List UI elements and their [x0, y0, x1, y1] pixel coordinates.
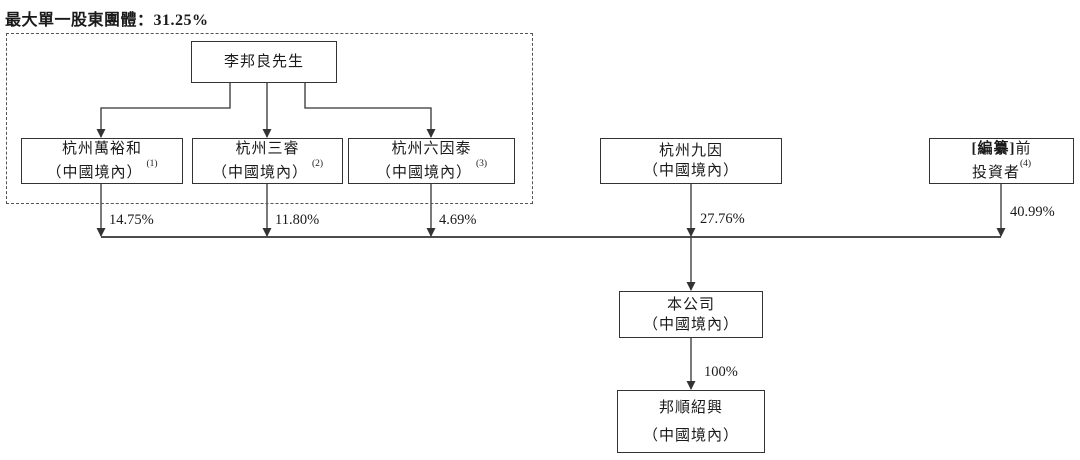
ownership-pct-company-to-bangshun: 100% — [704, 364, 738, 380]
node-hangzhou-liuyintai-location: （中國境內）(3) — [375, 159, 488, 181]
ownership-pct-wanyuhe: 14.75% — [109, 212, 154, 228]
node-hangzhou-wanyuhe-location: （中國境內）(1) — [46, 159, 158, 181]
node-hangzhou-liuyintai: 杭州六因泰 （中國境內）(3) — [348, 138, 515, 184]
footnote-marker-4: (4) — [1019, 159, 1032, 169]
node-founder-name: 李邦良先生 — [223, 54, 304, 70]
node-pre-listing-investors-name: [編纂]前 — [971, 141, 1032, 157]
node-hangzhou-sanrui-name: 杭州三睿 — [235, 141, 300, 157]
node-the-company-location: （中國境內） — [642, 316, 739, 333]
node-founder: 李邦良先生 — [191, 41, 337, 83]
node-hangzhou-sanrui-location: （中國境內）(2) — [211, 159, 324, 181]
connector-founder-to-sanrui — [262, 83, 272, 138]
footnote-marker-3: (3) — [475, 159, 488, 169]
diagram-title: 最大單一股東團體：31.25% — [5, 12, 209, 29]
connector-jiuyin-to-bus — [686, 184, 696, 237]
node-hangzhou-wanyuhe-name: 杭州萬裕和 — [61, 141, 142, 157]
connector-founder-to-wanyuhe — [96, 83, 231, 138]
node-hangzhou-jiuyin-name: 杭州九因 — [658, 143, 723, 159]
node-hangzhou-liuyintai-name: 杭州六因泰 — [391, 141, 472, 157]
footnote-marker-1: (1) — [146, 159, 158, 169]
node-pre-listing-investors-line2: 投資者(4) — [971, 159, 1032, 181]
node-bangshun-shaoxing-name: 邦順紹興 — [658, 399, 723, 416]
connector-company-to-bangshun — [686, 338, 696, 390]
connector-preinvestors-to-bus — [996, 184, 1006, 237]
node-hangzhou-jiuyin-location: （中國境內） — [642, 163, 739, 179]
connector-founder-to-liuyintai — [304, 83, 436, 138]
connector-bus-to-company — [686, 237, 696, 291]
connector-wanyuhe-to-bus — [96, 184, 106, 237]
connector-liuyintai-to-bus — [426, 184, 436, 237]
ownership-pct-jiuyin: 27.76% — [700, 211, 745, 227]
node-bangshun-shaoxing: 邦順紹興 （中國境內） — [617, 390, 765, 453]
largest-shareholder-group-boundary — [6, 33, 533, 204]
node-the-company: 本公司 （中國境內） — [619, 291, 763, 338]
node-pre-listing-investors: [編纂]前 投資者(4) — [929, 138, 1074, 184]
ownership-pct-liuyintai: 4.69% — [439, 212, 477, 228]
node-the-company-name: 本公司 — [666, 296, 715, 313]
node-hangzhou-wanyuhe: 杭州萬裕和 （中國境內）(1) — [21, 138, 183, 184]
connector-sanrui-to-bus — [262, 184, 272, 237]
node-hangzhou-jiuyin: 杭州九因 （中國境內） — [600, 138, 782, 184]
ownership-pct-sanrui: 11.80% — [275, 212, 320, 228]
footnote-marker-2: (2) — [311, 159, 324, 169]
node-bangshun-shaoxing-location: （中國境內） — [642, 427, 739, 444]
node-hangzhou-sanrui: 杭州三睿 （中國境內）(2) — [192, 138, 343, 184]
ownership-pct-pre-investors: 40.99% — [1010, 204, 1055, 220]
